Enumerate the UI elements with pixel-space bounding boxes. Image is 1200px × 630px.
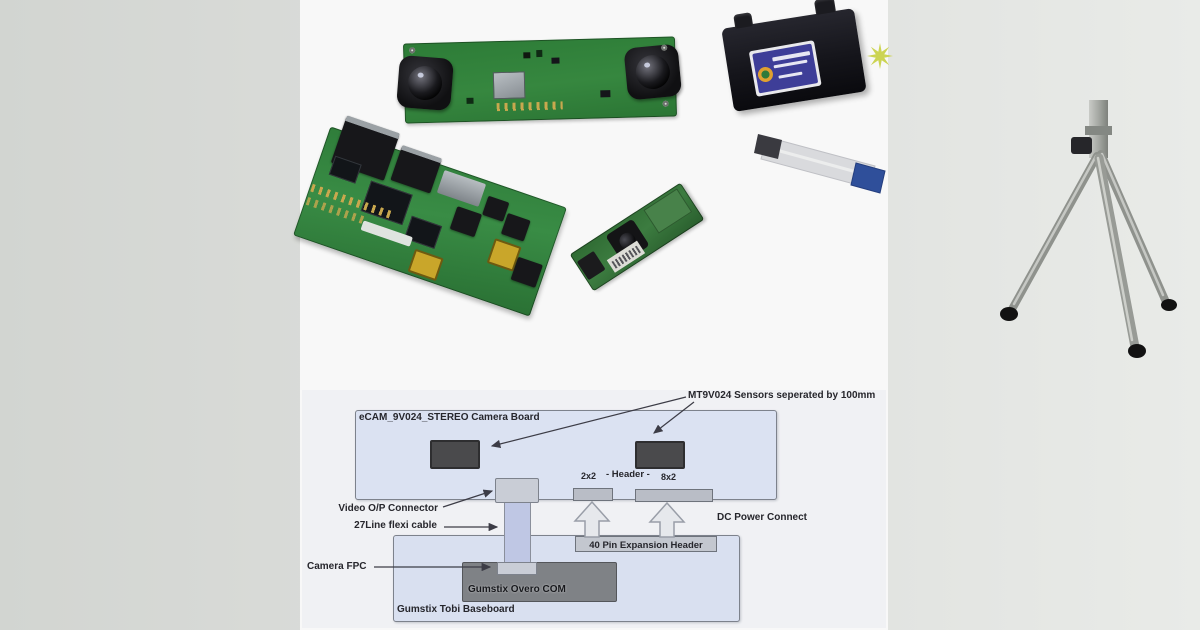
smd-component	[523, 52, 531, 59]
hardware-photo	[293, 0, 1177, 358]
flexi-cable-block	[504, 499, 531, 569]
stereo-camera-board-photo	[396, 36, 683, 124]
hdmi-connector	[436, 169, 487, 207]
tobi-baseboard-photo	[293, 115, 567, 317]
tripod-leg-front	[1094, 153, 1140, 352]
camera-fpc-annotation: Camera FPC	[307, 561, 367, 572]
sticker-text-line	[778, 71, 803, 79]
tripod-foot	[1161, 299, 1177, 311]
expansion-header-label: 40 Pin Expansion Header	[589, 540, 703, 551]
tripod-foot	[1000, 307, 1018, 321]
tripod-foot	[1128, 344, 1146, 358]
expansion-header-block: 40 Pin Expansion Header	[575, 536, 717, 552]
cable-highlight	[768, 146, 872, 178]
tripod-leg-right	[1097, 150, 1170, 306]
camera-enclosure-photo	[721, 0, 867, 112]
header-2x2-label: 2x2	[581, 471, 597, 481]
emi-shield	[643, 188, 693, 234]
header-mid-label: - Header -	[606, 469, 650, 480]
camera-board-block	[355, 410, 777, 500]
camera-board-label: eCAM_9V024_STEREO Camera Board	[359, 412, 540, 423]
right-camera-lens	[623, 43, 683, 101]
lens-barrel	[406, 64, 444, 102]
module-connector	[576, 250, 606, 281]
smd-component	[536, 49, 543, 58]
audio-jack	[500, 212, 531, 242]
rca-connector	[407, 248, 444, 282]
smd-component	[600, 90, 611, 98]
enclosure-sticker	[748, 40, 822, 97]
tripod-leg-right-highlight	[1100, 152, 1165, 297]
header-2x2-block	[573, 488, 613, 501]
smd-component	[551, 57, 560, 64]
tripod-column	[1089, 100, 1108, 158]
sticker-blue-panel	[752, 43, 819, 94]
tripod-clamp-knob	[1071, 137, 1092, 154]
lens-barrel	[634, 53, 672, 91]
sticker-text-line	[773, 59, 808, 69]
flexi-cable-photo	[760, 136, 876, 189]
tripod-leg-left	[1007, 152, 1101, 315]
usb-connector	[390, 144, 443, 194]
cable-connector-dark	[754, 134, 782, 159]
mounting-hole	[662, 100, 669, 107]
enclosure-screw-knob	[733, 12, 754, 29]
smd-component	[466, 97, 474, 104]
sensors-annotation: MT9V024 Sensors seperated by 100mm	[688, 390, 876, 401]
starburst-silkscreen	[867, 43, 893, 69]
image-processor-chip	[492, 71, 526, 100]
solder-pad-row	[496, 101, 563, 112]
header-8x2-label: 8x2	[661, 472, 677, 482]
baseboard-label: Gumstix Tobi Baseboard	[397, 604, 515, 615]
dc-power-annotation: DC Power Connect	[717, 512, 808, 523]
flexi-cable-annotation: 27Line flexi cable	[354, 520, 437, 531]
usb-otg-connector	[449, 206, 483, 238]
overo-com-block	[462, 562, 617, 602]
header-8x2-block	[635, 489, 713, 502]
tripod-collar	[1085, 126, 1112, 135]
sensor-left-block	[430, 440, 480, 469]
enclosure-screw-knob	[813, 0, 836, 15]
left-camera-lens	[396, 54, 454, 112]
overo-com-label: Gumstix Overo COM	[468, 584, 566, 595]
cable-connector-blue	[850, 162, 886, 194]
sensor-right-block	[635, 441, 685, 469]
tripod-leg-left-highlight	[1012, 154, 1098, 306]
tripod-leg-front-highlight	[1096, 156, 1134, 342]
logo-badge	[756, 65, 775, 84]
mounting-hole	[409, 47, 416, 54]
video-output-connector-block	[495, 478, 539, 503]
camera-module-photo	[569, 182, 705, 292]
camera-fpc-connector-block	[497, 562, 537, 575]
video-connector-annotation: Video O/P Connector	[338, 503, 438, 514]
